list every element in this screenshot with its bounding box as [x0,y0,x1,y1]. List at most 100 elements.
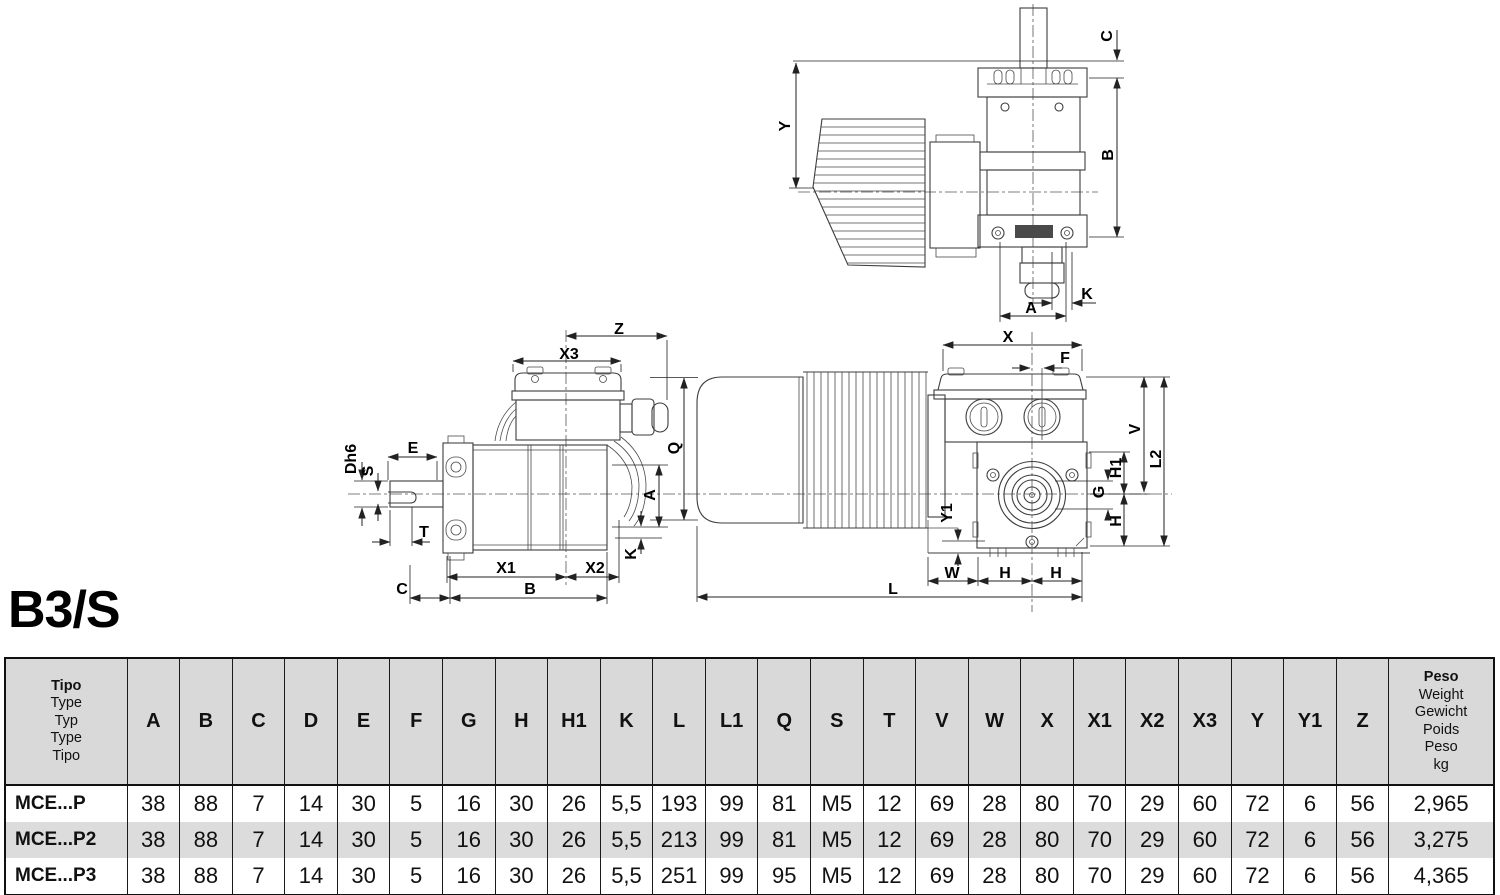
cell-c: 7 [231,858,286,895]
cell-h: 30 [494,822,549,858]
dim-label-a-top-view: A [1025,300,1037,317]
cell-l: 213 [652,822,706,858]
cell-s: M5 [810,822,864,858]
cell-x3: 60 [1178,822,1232,858]
column-header-y: Y [1230,658,1285,786]
column-header-e: E [336,658,391,786]
cell-y1: 6 [1283,858,1337,895]
cell-l: 251 [652,858,706,895]
column-header-s: S [810,658,864,786]
cell-k: 5,5 [599,785,654,822]
cell-x2: 29 [1125,785,1180,822]
cell-h: 30 [494,858,549,895]
cell-l1: 99 [704,822,759,858]
cell-q: 81 [757,822,812,858]
cell-a: 38 [126,785,181,822]
column-header-z: Z [1335,658,1390,786]
cell-l: 193 [652,785,706,822]
cell-z: 56 [1335,858,1390,895]
dim-label-k-side-view: K [623,548,640,560]
cell-g: 16 [441,822,496,858]
column-header-t: T [862,658,917,786]
cell-x1: 70 [1072,858,1127,895]
cell-b: 88 [179,822,233,858]
dim-label-x-front-view: X [1002,329,1014,346]
cell-y: 72 [1230,785,1285,822]
cell-x: 80 [1020,858,1074,895]
column-header-x2: X2 [1125,658,1180,786]
cell-peso: 2,965 [1388,785,1495,822]
row-label: MCE...P [4,785,128,822]
dim-label-b-top-view: B [1100,149,1117,161]
cell-a: 38 [126,822,181,858]
cell-l1: 99 [704,785,759,822]
cell-e: 30 [336,822,391,858]
dim-label-b-side-view: B [524,581,536,598]
dim-label-a-side-view: A [642,489,659,501]
cell-z: 56 [1335,822,1390,858]
cell-k: 5,5 [599,858,654,895]
cell-l1: 99 [704,858,759,895]
dim-label-l2-front-view: L2 [1148,449,1165,469]
cell-x3: 60 [1178,858,1232,895]
dim-label-h1-front-view: H1 [1108,457,1125,479]
column-header-l1: L1 [704,658,759,786]
dim-label-dh6-side-view: Dh6 [343,443,360,475]
cell-b: 88 [179,785,233,822]
cell-d: 14 [284,785,338,822]
column-header-x3: X3 [1178,658,1232,786]
dim-label-c-side-view: C [396,581,408,598]
dim-label-z-side-view: Z [614,321,624,338]
cell-x2: 29 [1125,858,1180,895]
cell-peso: 3,275 [1388,822,1495,858]
column-header-h: H [494,658,549,786]
front-view-drawing [650,332,1172,612]
column-header-c: C [231,658,286,786]
cell-q: 81 [757,785,812,822]
cell-x3: 60 [1178,785,1232,822]
page-title: B3/S [8,581,121,639]
column-header-y1: Y1 [1283,658,1337,786]
cell-g: 16 [441,785,496,822]
row-label: MCE...P2 [4,822,128,858]
cell-c: 7 [231,822,286,858]
cell-x1: 70 [1072,785,1127,822]
cell-w: 28 [967,822,1022,858]
dim-label-x1-side-view: X1 [496,560,516,577]
cell-k: 5,5 [599,822,654,858]
column-header-b: B [179,658,233,786]
dim-label-v-front-view: V [1127,423,1144,435]
dim-label-q-front-view: Q [666,441,683,455]
cell-h1: 26 [547,822,601,858]
cell-v: 69 [915,858,969,895]
cell-e: 30 [336,785,391,822]
cell-w: 28 [967,785,1022,822]
cell-c: 7 [231,785,286,822]
dim-label-x2-side-view: X2 [585,560,605,577]
dim-label-s-side-view: S [360,465,377,477]
cell-y1: 6 [1283,822,1337,858]
cell-f: 5 [389,785,443,822]
cell-x: 80 [1020,785,1074,822]
dim-label-h-bottom-1: H [999,565,1011,582]
column-header-k: K [599,658,654,786]
column-header-q: Q [757,658,812,786]
cell-t: 12 [862,858,917,895]
dim-label-g-front-view: G [1091,485,1108,499]
column-header-x1: X1 [1072,658,1127,786]
cell-d: 14 [284,858,338,895]
cell-y: 72 [1230,822,1285,858]
cell-y1: 6 [1283,785,1337,822]
top-view-drawing [789,4,1124,322]
dim-label-x3-side-view: X3 [559,346,579,363]
column-header-g: G [441,658,496,786]
dim-label-l-front-view: L [888,581,898,598]
dim-label-y1-front-view: Y1 [939,503,956,523]
dim-label-f-front-view: F [1060,350,1070,367]
cell-z: 56 [1335,785,1390,822]
dim-label-h-bottom-2: H [1050,565,1062,582]
